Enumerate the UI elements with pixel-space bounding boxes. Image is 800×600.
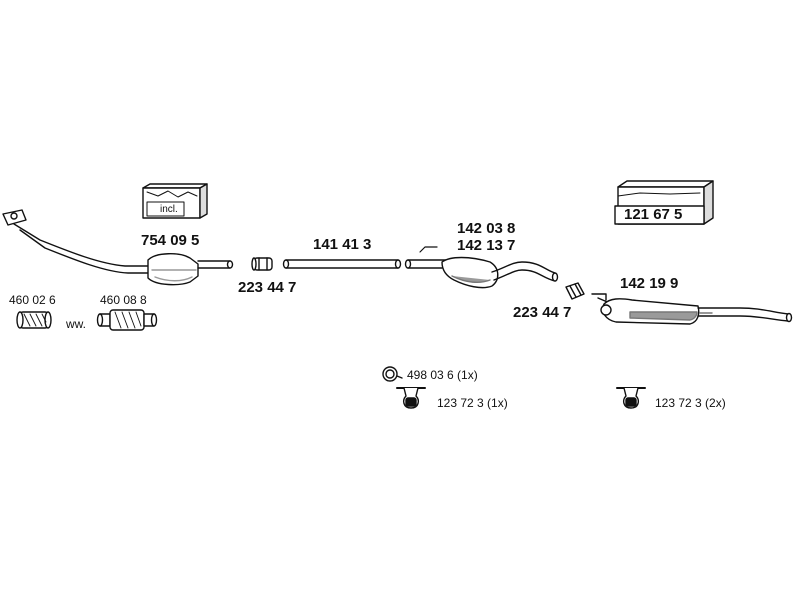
ring-icon bbox=[382, 366, 403, 382]
connector-a-part bbox=[16, 311, 52, 329]
part-number-clamp-left: 223 44 7 bbox=[238, 279, 297, 296]
part-number-rear-silencer: 142 19 9 bbox=[620, 275, 679, 292]
part-number-hanger-rear: 123 72 3 (2x) bbox=[655, 396, 726, 410]
front-pipe-catalyst-part bbox=[2, 209, 234, 286]
clamp-right-part bbox=[565, 282, 585, 300]
intermediate-pipe-part bbox=[282, 259, 402, 269]
box-incl-label: incl. bbox=[160, 204, 178, 215]
hanger-icon bbox=[616, 387, 646, 409]
part-number-connector-a: 460 02 6 bbox=[9, 293, 56, 307]
part-number-rear-kit: 121 67 5 bbox=[624, 206, 683, 223]
part-number-ring-mount: 498 03 6 (1x) bbox=[407, 368, 478, 382]
part-number-pipe: 141 41 3 bbox=[313, 236, 372, 253]
part-number-front-pipe: 754 09 5 bbox=[141, 232, 200, 249]
connector-b-part bbox=[96, 309, 158, 331]
hanger-icon bbox=[396, 387, 426, 409]
part-number-middle-silencer-a: 142 03 8 bbox=[457, 220, 516, 237]
ww-label: ww. bbox=[66, 317, 87, 331]
box-icon bbox=[142, 183, 208, 219]
box-icon bbox=[614, 180, 714, 225]
part-number-middle-silencer-b: 142 13 7 bbox=[457, 237, 516, 254]
middle-silencer-part bbox=[404, 246, 559, 289]
part-number-hanger-middle: 123 72 3 (1x) bbox=[437, 396, 508, 410]
clamp-left-part bbox=[251, 257, 273, 271]
rear-silencer-part bbox=[591, 293, 793, 325]
part-number-connector-b: 460 08 8 bbox=[100, 293, 147, 307]
part-number-clamp-right: 223 44 7 bbox=[513, 304, 572, 321]
